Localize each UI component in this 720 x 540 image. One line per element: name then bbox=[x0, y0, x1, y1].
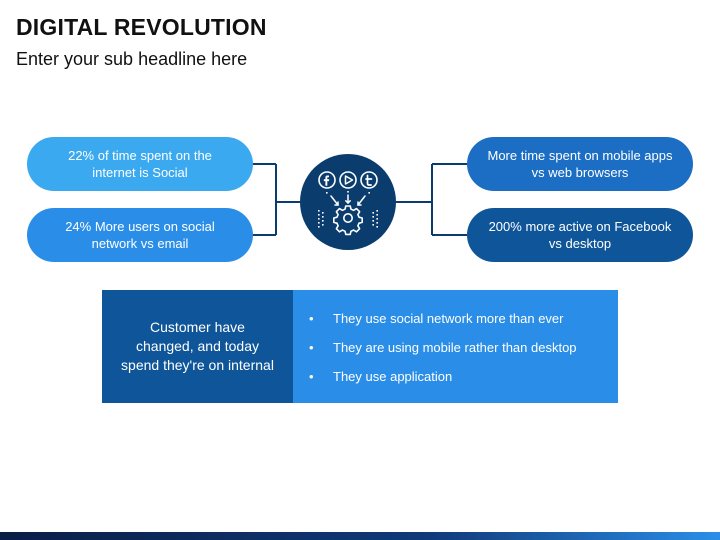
stat-text: More time spent on mobile apps vs web br… bbox=[487, 148, 673, 180]
stat-text: 22% of time spent on the internet is Soc… bbox=[68, 148, 212, 180]
summary-panel: Customer have changed, and today spend t… bbox=[102, 290, 618, 403]
bullet-text: They are using mobile rather than deskto… bbox=[333, 340, 577, 355]
summary-statement: Customer have changed, and today spend t… bbox=[102, 290, 293, 403]
summary-bullet-list: • They use social network more than ever… bbox=[293, 290, 618, 403]
bullet-icon: • bbox=[309, 340, 314, 355]
facebook-icon bbox=[318, 171, 336, 189]
stat-pill-social-time: 22% of time spent on the internet is Soc… bbox=[27, 137, 253, 191]
stat-pill-mobile-time: More time spent on mobile apps vs web br… bbox=[467, 137, 693, 191]
stat-pill-social-users: 24% More users on social network vs emai… bbox=[27, 208, 253, 262]
bullet-text: They use social network more than ever bbox=[333, 311, 564, 326]
stat-text: 24% More users on social network vs emai… bbox=[65, 219, 215, 251]
gear-icon bbox=[333, 205, 363, 236]
bullet-text: They use application bbox=[333, 369, 453, 384]
slide-subtitle: Enter your sub headline here bbox=[16, 49, 248, 69]
play-icon bbox=[339, 171, 357, 189]
footer-accent-bar bbox=[0, 532, 720, 540]
bullet-icon: • bbox=[309, 311, 314, 326]
bullet-icon: • bbox=[309, 369, 314, 384]
digital-hub-circle bbox=[300, 154, 396, 250]
stat-text: 200% more active on Facebook vs desktop bbox=[488, 219, 672, 251]
twitter-icon bbox=[360, 171, 378, 189]
connector-dots-icon bbox=[318, 191, 378, 228]
summary-statement-text: Customer have changed, and today spend t… bbox=[121, 319, 274, 373]
slide-title: DIGITAL REVOLUTION bbox=[16, 14, 267, 40]
arrow-icons bbox=[330, 194, 366, 206]
stat-pill-facebook-active: 200% more active on Facebook vs desktop bbox=[467, 208, 693, 262]
